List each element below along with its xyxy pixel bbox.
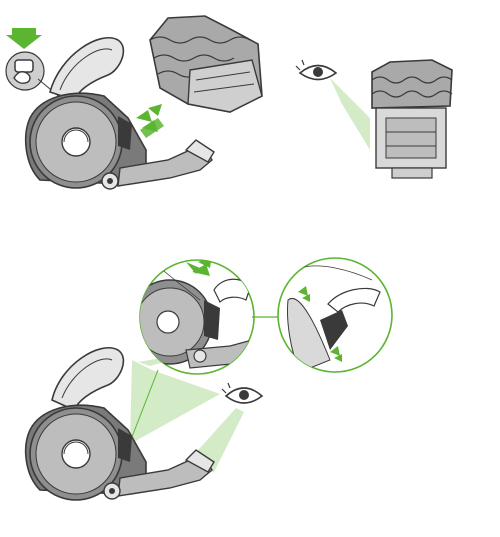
step-check-inlet xyxy=(24,257,393,501)
step-inspect-shroud xyxy=(295,59,453,179)
cyclone-shroud xyxy=(371,59,453,179)
eye-icon xyxy=(221,382,264,404)
hand-press-icon xyxy=(5,51,45,91)
vacuum-body xyxy=(24,37,215,190)
vacuum-full xyxy=(24,347,215,501)
down-arrow-icon xyxy=(6,28,42,49)
zoom-view-inlet xyxy=(277,257,393,373)
cyclone-unit xyxy=(149,15,263,113)
eye-icon xyxy=(295,59,338,81)
sight-cone-upper xyxy=(130,360,220,444)
step-remove-cyclone xyxy=(5,15,263,190)
sight-beam xyxy=(330,78,370,150)
zoom-view-latch xyxy=(139,259,255,375)
triple-chevron-arrow-icon xyxy=(136,104,164,138)
